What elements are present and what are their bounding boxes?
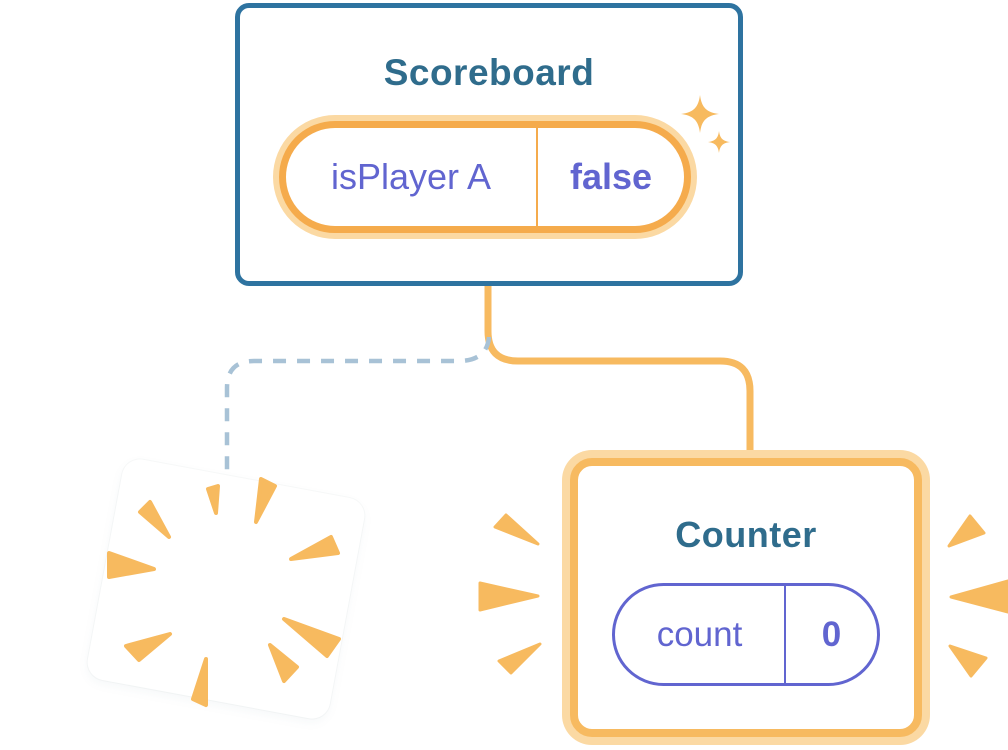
state-key-label: isPlayer A	[330, 156, 492, 197]
pill-divider	[784, 586, 786, 683]
scoreboard-to-counter-connector-line	[484, 285, 754, 453]
state-key-label: count	[656, 614, 743, 654]
scoreboard-title: Scoreboard	[383, 52, 595, 93]
state-value-label: false	[569, 156, 653, 197]
scoreboard-component-card: Scoreboard isPlayer A false	[235, 3, 743, 286]
emphasis-spark-icon	[478, 513, 542, 675]
counter-state-pill: count 0	[612, 583, 880, 686]
scoreboard-to-destroyed-dashed-line	[224, 336, 492, 506]
pill-divider	[536, 128, 538, 226]
counter-title: Counter	[675, 514, 817, 555]
counter-component-card: Counter count 0	[562, 450, 930, 745]
emphasis-spark-icon	[947, 514, 1008, 678]
destroyed-component-card	[84, 456, 368, 722]
scoreboard-state-pill: isPlayer A false	[279, 121, 691, 233]
state-value-label: 0	[821, 614, 842, 654]
